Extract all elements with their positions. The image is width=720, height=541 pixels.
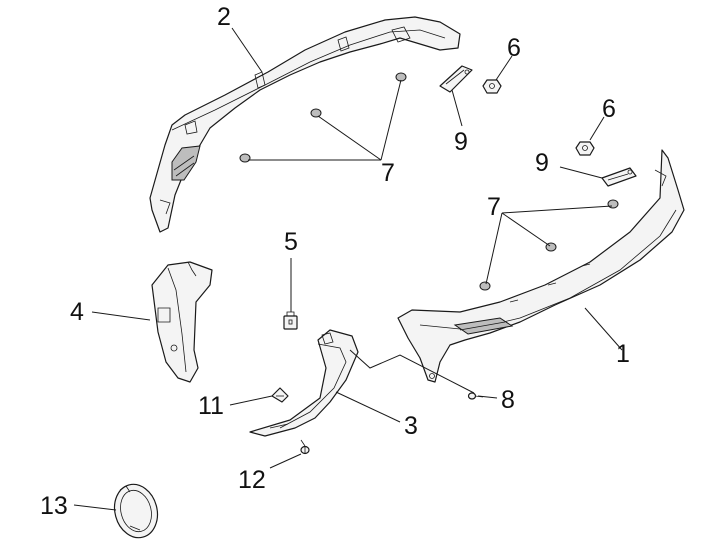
callout-labels: 1 2 3 4 5 6 6 7 7 8 9 9 11 12 13 — [40, 3, 630, 520]
callout-9-upper: 9 — [454, 128, 468, 156]
leader-9-lower — [559, 166, 603, 179]
callout-8: 8 — [501, 386, 515, 414]
part-6-nut-upper — [482, 79, 502, 94]
callout-7-upper: 7 — [381, 159, 395, 187]
part-4-inner-bracket — [151, 261, 213, 383]
leader-11 — [229, 395, 273, 406]
callout-11: 11 — [198, 392, 224, 420]
part-3-bottom-panel — [249, 329, 359, 437]
callout-1: 1 — [616, 340, 630, 368]
callout-12: 12 — [238, 466, 266, 494]
callout-9-lower: 9 — [535, 149, 549, 177]
leader-3 — [335, 391, 401, 423]
leader-7-upper — [248, 79, 402, 161]
part-7-grommets — [239, 72, 619, 291]
callout-4: 4 — [70, 298, 84, 326]
callout-13: 13 — [40, 492, 68, 520]
part-13-round-cap — [113, 483, 159, 539]
callout-2: 2 — [217, 3, 231, 31]
part-5-clip — [283, 311, 298, 330]
part-1-lower-side-cover — [397, 149, 685, 383]
leader-8-to-panel — [349, 349, 475, 394]
callout-5: 5 — [284, 228, 298, 256]
leader-12 — [269, 453, 302, 469]
leader-9-upper — [451, 89, 463, 127]
callout-6-upper: 6 — [507, 34, 521, 62]
part-6-nut-lower — [575, 141, 595, 156]
leader-4 — [91, 311, 151, 321]
part-9-bracket-upper — [439, 65, 473, 93]
leader-6-upper — [495, 55, 513, 81]
leader-13 — [73, 504, 117, 511]
callout-7-lower: 7 — [487, 193, 501, 221]
leader-6-lower — [589, 116, 605, 141]
callout-6-lower: 6 — [602, 95, 616, 123]
leader-2 — [231, 27, 263, 73]
leader-7-lower — [485, 205, 613, 285]
part-12-screw — [300, 439, 310, 455]
part-11-clip — [271, 387, 289, 403]
leader-1 — [584, 307, 623, 351]
part-9-bracket-lower — [601, 167, 637, 187]
part-2-upper-side-cover — [149, 16, 461, 233]
leader-lines — [73, 27, 623, 511]
callout-3: 3 — [404, 412, 418, 440]
leader-8 — [477, 395, 498, 399]
